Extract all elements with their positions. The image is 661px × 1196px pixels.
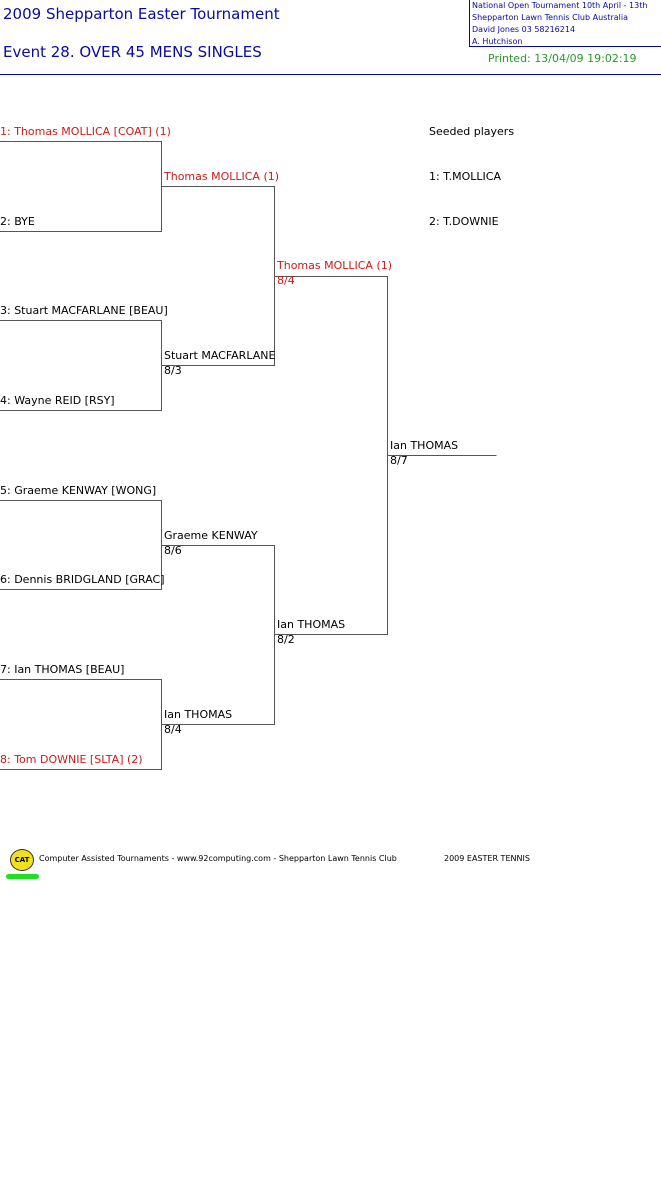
r2-score-2: 8/3 [164,364,182,377]
r1-player-2: 2: BYE [0,215,35,228]
r1-player-5: 5: Graeme KENWAY [WONG] [0,484,157,497]
r2-line-2 [161,545,275,725]
seeded-player-1: 1: T.MOLLICA [429,170,501,183]
r2-score-3: 8/6 [164,544,182,557]
r2-score-4: 8/4 [164,723,182,736]
header-divider [0,74,661,75]
seeded-heading: Seeded players [429,125,515,138]
event-title: Event 28. OVER 45 MENS SINGLES [3,43,262,61]
r3-score-1: 8/4 [277,274,295,287]
draw-bracket [0,141,497,770]
cat-logo-underline [6,874,39,879]
r1-player-1: 1: Thomas MOLLICA [COAT] (1) [0,125,171,138]
seeded-player-2: 2: T.DOWNIE [429,215,499,228]
r2-line-1 [161,186,275,366]
final-score: 8/7 [390,454,408,467]
printed-timestamp: Printed: 13/04/09 19:02:19 [488,52,637,65]
tournament-info-box: National Open Tournament 10th April - 13… [469,0,661,47]
tournament-title: 2009 Shepparton Easter Tournament [3,5,280,23]
r2-winner-2: Stuart MACFARLANE [164,349,276,362]
r1-player-4: 4: Wayne REID [RSY] [0,394,115,407]
r2-winner-1: Thomas MOLLICA (1) [164,170,280,183]
r2-winner-3: Graeme KENWAY [164,529,258,542]
info-line: Shepparton Lawn Tennis Club Australia [472,13,628,22]
r1-player-8: 8: Tom DOWNIE [SLTA] (2) [0,753,143,766]
r3-winner-1: Thomas MOLLICA (1) [277,259,393,272]
r1-player-3: 3: Stuart MACFARLANE [BEAU] [0,304,168,317]
r2-winner-4: Ian THOMAS [164,708,233,721]
r1-player-6: 6: Dennis BRIDGLAND [GRAC] [0,573,165,586]
final-winner: Ian THOMAS [390,439,459,452]
r3-line [274,276,388,635]
footer-event-name: 2009 EASTER TENNIS [444,854,530,863]
r1-player-7: 7: Ian THOMAS [BEAU] [0,663,125,676]
info-line: David Jones 03 58216214 [472,25,576,34]
cat-logo-icon: CAT [10,849,34,871]
footer-credit: Computer Assisted Tournaments - www.92co… [39,854,397,863]
info-line: National Open Tournament 10th April - 13… [472,1,648,10]
info-line: A. Hutchison [472,37,523,46]
r3-score-2: 8/2 [277,633,295,646]
r3-winner-2: Ian THOMAS [277,618,346,631]
